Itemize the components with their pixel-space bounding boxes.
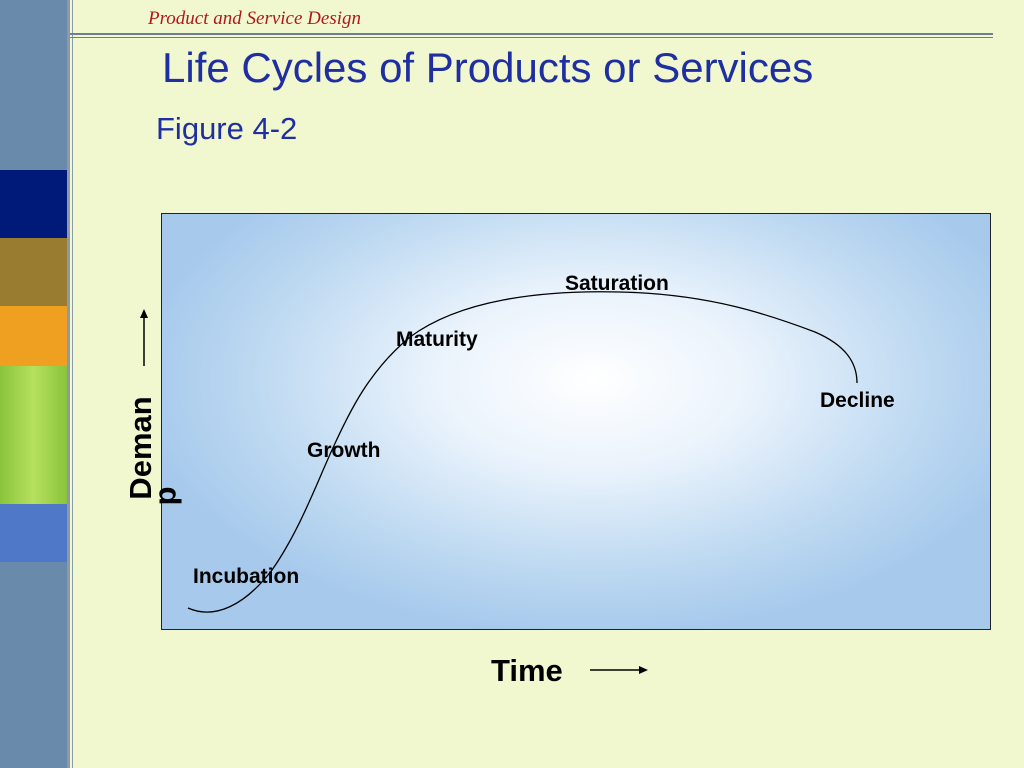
sidebar-block-green	[0, 366, 67, 504]
figure-caption: Figure 4-2	[156, 111, 298, 146]
sidebar-block-slate	[0, 0, 67, 170]
y-axis-arrowhead	[140, 309, 148, 318]
slide-title: Life Cycles of Products or Services	[162, 44, 814, 91]
stage-label-decline: Decline	[820, 389, 895, 412]
sidebar-block-olive	[0, 238, 67, 306]
header-rule-top	[70, 33, 993, 35]
sidebar-block-blue	[0, 504, 67, 562]
x-axis-label: Time	[491, 653, 563, 688]
stage-label-growth: Growth	[307, 439, 381, 462]
stage-label-incubation: Incubation	[193, 565, 300, 588]
vertical-divider-thick	[67, 0, 70, 768]
sidebar-block-orange	[0, 306, 67, 366]
header-rule-bottom	[70, 37, 993, 38]
stage-label-saturation: Saturation	[565, 272, 669, 295]
sidebar-block-navy	[0, 170, 67, 238]
y-axis-label-line2: d	[152, 486, 188, 506]
section-header: Product and Service Design	[148, 8, 361, 29]
x-axis-arrowhead	[639, 666, 648, 674]
sidebar-decoration	[0, 0, 67, 768]
stage-label-maturity: Maturity	[396, 328, 478, 351]
sidebar-block-slate-bottom	[0, 562, 67, 768]
vertical-divider-thin	[72, 0, 73, 768]
